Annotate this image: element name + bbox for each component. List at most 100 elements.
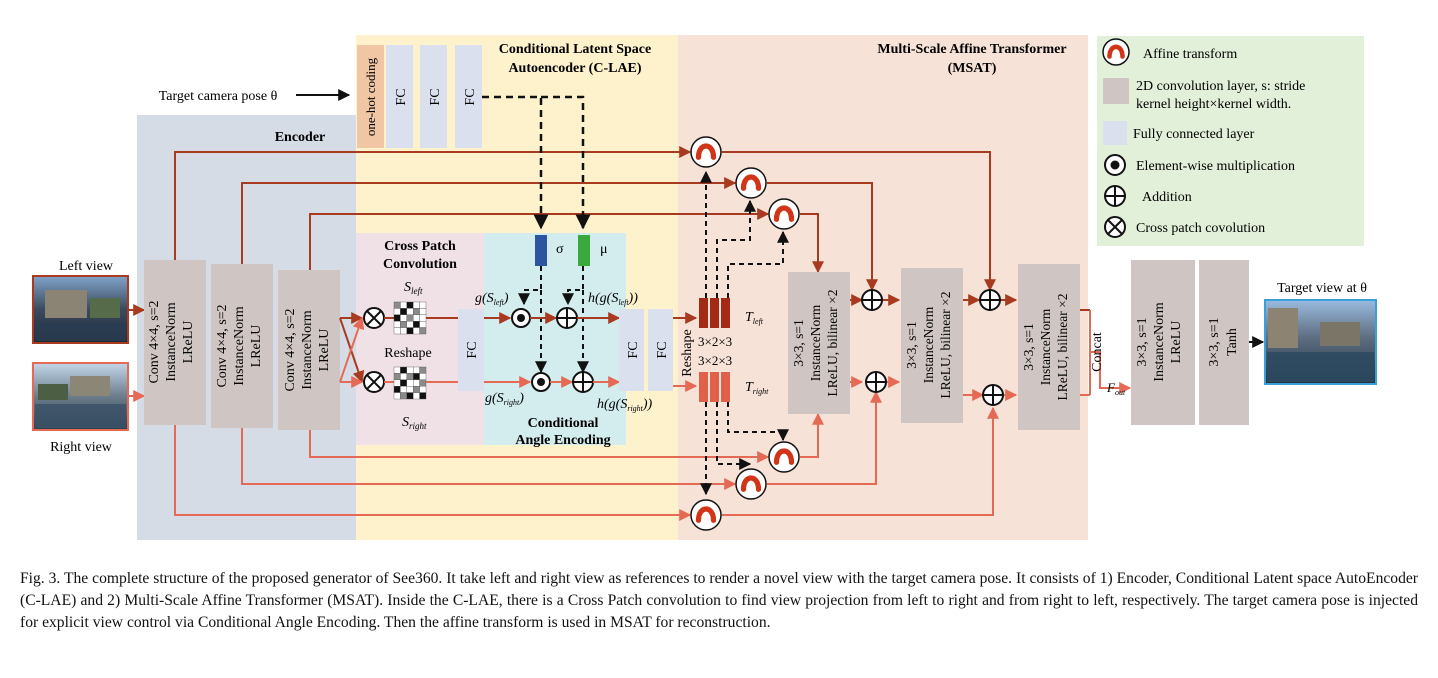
affine-transform-dark-3 <box>768 198 800 230</box>
fout-label: Fout <box>1106 380 1126 397</box>
patch-right-cell <box>393 386 401 393</box>
affine-transform-dark-2 <box>735 167 767 199</box>
msat-upsample-1-l2: InstanceNorm <box>808 304 823 381</box>
right-view-image <box>32 362 129 431</box>
patch-left-cell <box>413 327 420 335</box>
pose-to-mu <box>541 95 591 230</box>
fc-block-5-label: FC <box>655 341 670 358</box>
onehot-label: one-hot coding <box>363 57 378 136</box>
patch-right-cell <box>413 386 420 393</box>
patch-left-cell <box>406 314 414 322</box>
mu-bar <box>578 235 590 266</box>
patch-left-cell <box>419 314 427 322</box>
msat-add-1-bot <box>865 371 887 393</box>
patch-left-cell <box>400 321 407 328</box>
msat-upsample-2-l3: LReLU, bilinear ×2 <box>938 292 953 399</box>
skip-connections <box>174 146 999 521</box>
msat-upsample-1-l3: LReLU, bilinear ×2 <box>825 290 840 397</box>
add-op-bottom <box>572 371 594 393</box>
concat-label: Concat <box>1090 332 1105 372</box>
encoder-conv-2-l3: LReLU <box>249 325 264 368</box>
encoder-conv-1: Conv 4×4, s=2 InstanceNorm LReLU <box>144 260 206 425</box>
fc-block-4-label: FC <box>626 341 641 358</box>
patch-right-cell <box>400 386 407 393</box>
t-right-tensor <box>699 372 730 402</box>
legend-fc-text: Fully connected layer <box>1133 127 1255 142</box>
cross-patch-op-left <box>363 307 385 329</box>
skip-dark-2 <box>241 177 737 264</box>
t-to-affine-dashed <box>700 170 789 496</box>
mu-to-add-top <box>562 266 584 306</box>
affine-out-light-3 <box>800 412 824 458</box>
affine-transform-light-1 <box>690 499 722 531</box>
msat-upsample-1: 3×3, s=1 InstanceNorm LReLU, bilinear ×2 <box>788 272 850 414</box>
sigma-bar <box>535 235 547 266</box>
legend-cross-text: Cross patch covolution <box>1136 221 1265 236</box>
clae-title-1: Conditional Latent Space <box>499 42 651 57</box>
fc-block-2: FC <box>420 45 447 148</box>
legend-affine-text: Affine transform <box>1143 47 1237 62</box>
cross-arrow-light-up <box>339 316 365 383</box>
target-pose-label: Target camera pose θ <box>159 89 278 104</box>
s-right-label: Sright <box>402 415 427 431</box>
patch-left-cell <box>406 301 414 309</box>
patch-left-cell <box>400 308 407 315</box>
dim-bottom-label: 3×2×3 <box>698 353 732 368</box>
patch-left-cell <box>413 301 420 309</box>
h-left-label: h(g(Sleft)) <box>588 291 638 307</box>
cae-title-2: Angle Encoding <box>515 433 610 448</box>
output-conv-2-l2: Tanh <box>1225 328 1240 356</box>
legend-conv-swatch <box>1103 78 1129 104</box>
skip-dark-1 <box>174 146 692 260</box>
legend-mult-icon <box>1104 154 1126 176</box>
affine-out-light-1 <box>722 406 999 516</box>
fc-block-2-label: FC <box>428 88 443 105</box>
right-view-label: Right view <box>50 440 113 455</box>
msat-add-2-bot <box>982 384 1004 406</box>
mu-label: μ <box>600 242 608 257</box>
affine-icons <box>690 136 800 531</box>
fc-block-1: FC <box>386 45 413 148</box>
t-left-tensor <box>699 298 730 328</box>
msat-title-2: (MSAT) <box>948 61 997 76</box>
encoder-conv-3-l2: InstanceNorm <box>300 310 315 389</box>
patch-left-cell <box>419 321 427 328</box>
clae-title-2: Autoencoder (C-LAE) <box>508 61 641 76</box>
h-right-label: h(g(Sright)) <box>597 397 653 413</box>
patch-right-cell <box>413 373 420 380</box>
patch-right-cell <box>393 373 401 380</box>
encoder-conv-2: Conv 4×4, s=2 InstanceNorm LReLU <box>211 264 273 428</box>
legend-region <box>1097 36 1364 246</box>
affine-out-dark-2 <box>767 182 878 292</box>
affine-out-dark-3 <box>800 213 824 274</box>
msat-upsample-3-l2: InstanceNorm <box>1038 308 1053 385</box>
legend-conv-text-2: kernel height×kernel width. <box>1136 97 1291 112</box>
see360-generator-diagram: Encoder Conditional Latent Space Autoenc… <box>32 35 1377 540</box>
patch-right-cell <box>393 379 401 387</box>
encoder-conv-3-l1: Conv 4×4, s=2 <box>283 308 298 391</box>
msat-upsample-2-l1: 3×3, s=1 <box>904 321 919 368</box>
encoder-conv-2-l1: Conv 4×4, s=2 <box>215 304 230 387</box>
output-conv-1: 3×3, s=1 InstanceNorm LReLU <box>1131 260 1195 425</box>
cpc-fc-block: FC <box>458 309 484 391</box>
sigma-to-mult-top <box>518 266 542 306</box>
patch-left-cell <box>393 321 401 328</box>
target-view-label: Target view at θ <box>1277 281 1367 296</box>
pose-to-sigma <box>482 95 549 230</box>
legend-affine-glyph <box>1102 38 1130 66</box>
msat-upsample-3-l1: 3×3, s=1 <box>1021 323 1036 370</box>
fc-block-3: FC <box>455 45 482 148</box>
legend-cross-icon <box>1104 216 1126 238</box>
skip-dark-3 <box>309 208 770 270</box>
patch-left-cell <box>393 327 401 335</box>
patch-left-cell <box>400 327 407 335</box>
g-right-label: g(Sright) <box>485 391 524 407</box>
legend: Affine transform 2D convolution layer, s… <box>1102 38 1305 238</box>
fc-block-4: FC <box>619 309 644 391</box>
msat-upsample-1-l1: 3×3, s=1 <box>791 319 806 366</box>
add-op-top <box>556 307 578 329</box>
t-right-label: Tright <box>745 380 769 396</box>
cpc-fc-label: FC <box>465 341 480 358</box>
patch-right-cell <box>419 366 427 374</box>
patch-left-cell <box>419 308 427 315</box>
